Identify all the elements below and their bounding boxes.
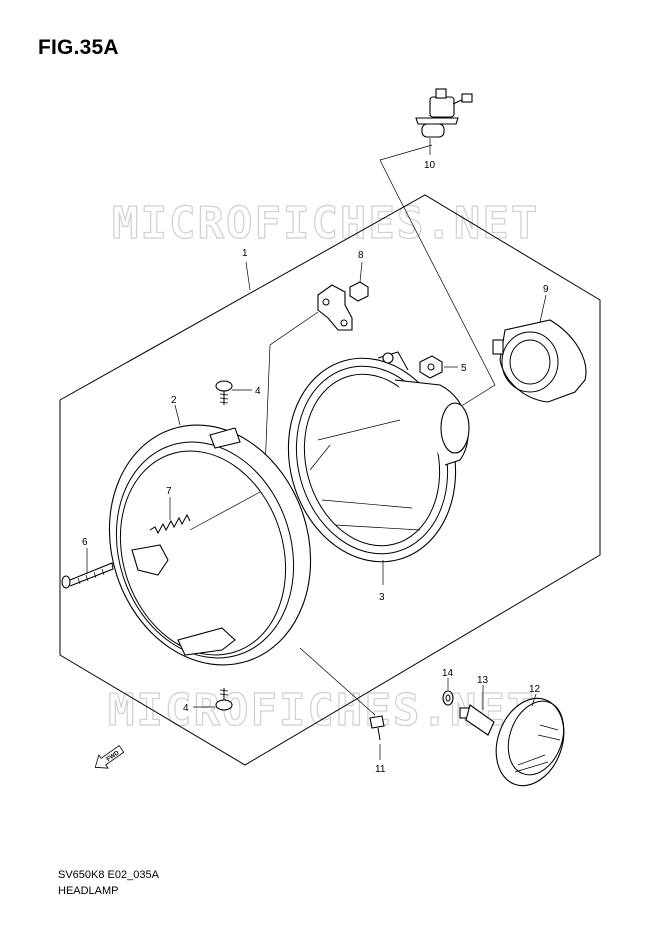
figure-title: FIG.35A (38, 36, 119, 59)
screw-part-4-lower[interactable] (215, 688, 233, 711)
callout-9: 9 (543, 284, 549, 295)
callout-8: 8 (358, 250, 364, 261)
nut-part-5[interactable] (419, 355, 443, 379)
screw-part-11[interactable] (369, 715, 385, 741)
callout-2: 2 (171, 395, 177, 406)
adjusting-screw-part-6[interactable] (61, 562, 114, 589)
lower-guide-line (299, 647, 376, 716)
bulb-part-10[interactable] (415, 88, 473, 138)
assembly-boundary (59, 194, 601, 766)
bracket-guide-line (264, 311, 319, 471)
callout-12: 12 (529, 684, 541, 695)
watermark-top: MICROFICHES.NET (112, 198, 539, 249)
figure-name: HEADLAMP (58, 885, 119, 897)
leader-12 (531, 693, 537, 707)
forward-direction-arrow: FWD (94, 745, 125, 769)
bulb-socket-guide-line (394, 189, 496, 411)
rim-part-2[interactable] (79, 399, 341, 692)
leader-2 (174, 404, 181, 426)
model-code: SV650K8 E02_035A (58, 869, 159, 881)
callout-13: 13 (477, 675, 489, 686)
socket-cover-part-9[interactable] (492, 319, 587, 403)
bulb-guide-line (379, 144, 433, 191)
leader-9 (539, 294, 547, 323)
headlamp-unit-part-3[interactable] (266, 339, 478, 580)
callout-5: 5 (461, 363, 467, 374)
callout-3: 3 (379, 592, 385, 603)
callout-6: 6 (82, 537, 88, 548)
callout-4-upper: 4 (255, 386, 261, 397)
callout-14: 14 (442, 668, 454, 679)
spring-part-7[interactable] (149, 513, 191, 535)
rim-guide-line (189, 491, 261, 531)
bracket-part-8[interactable] (317, 281, 369, 331)
leader-1 (245, 261, 251, 291)
washer-part-14[interactable] (442, 690, 454, 706)
leader-8 (359, 261, 363, 283)
callout-10: 10 (424, 160, 436, 171)
callout-4-lower: 4 (183, 703, 189, 714)
spacer-part-13[interactable] (459, 704, 495, 736)
callout-7: 7 (166, 486, 172, 497)
position-light-part-12[interactable] (485, 689, 576, 795)
screw-part-4-upper[interactable] (215, 380, 233, 405)
callout-11: 11 (375, 764, 386, 775)
callout-1: 1 (242, 248, 248, 259)
